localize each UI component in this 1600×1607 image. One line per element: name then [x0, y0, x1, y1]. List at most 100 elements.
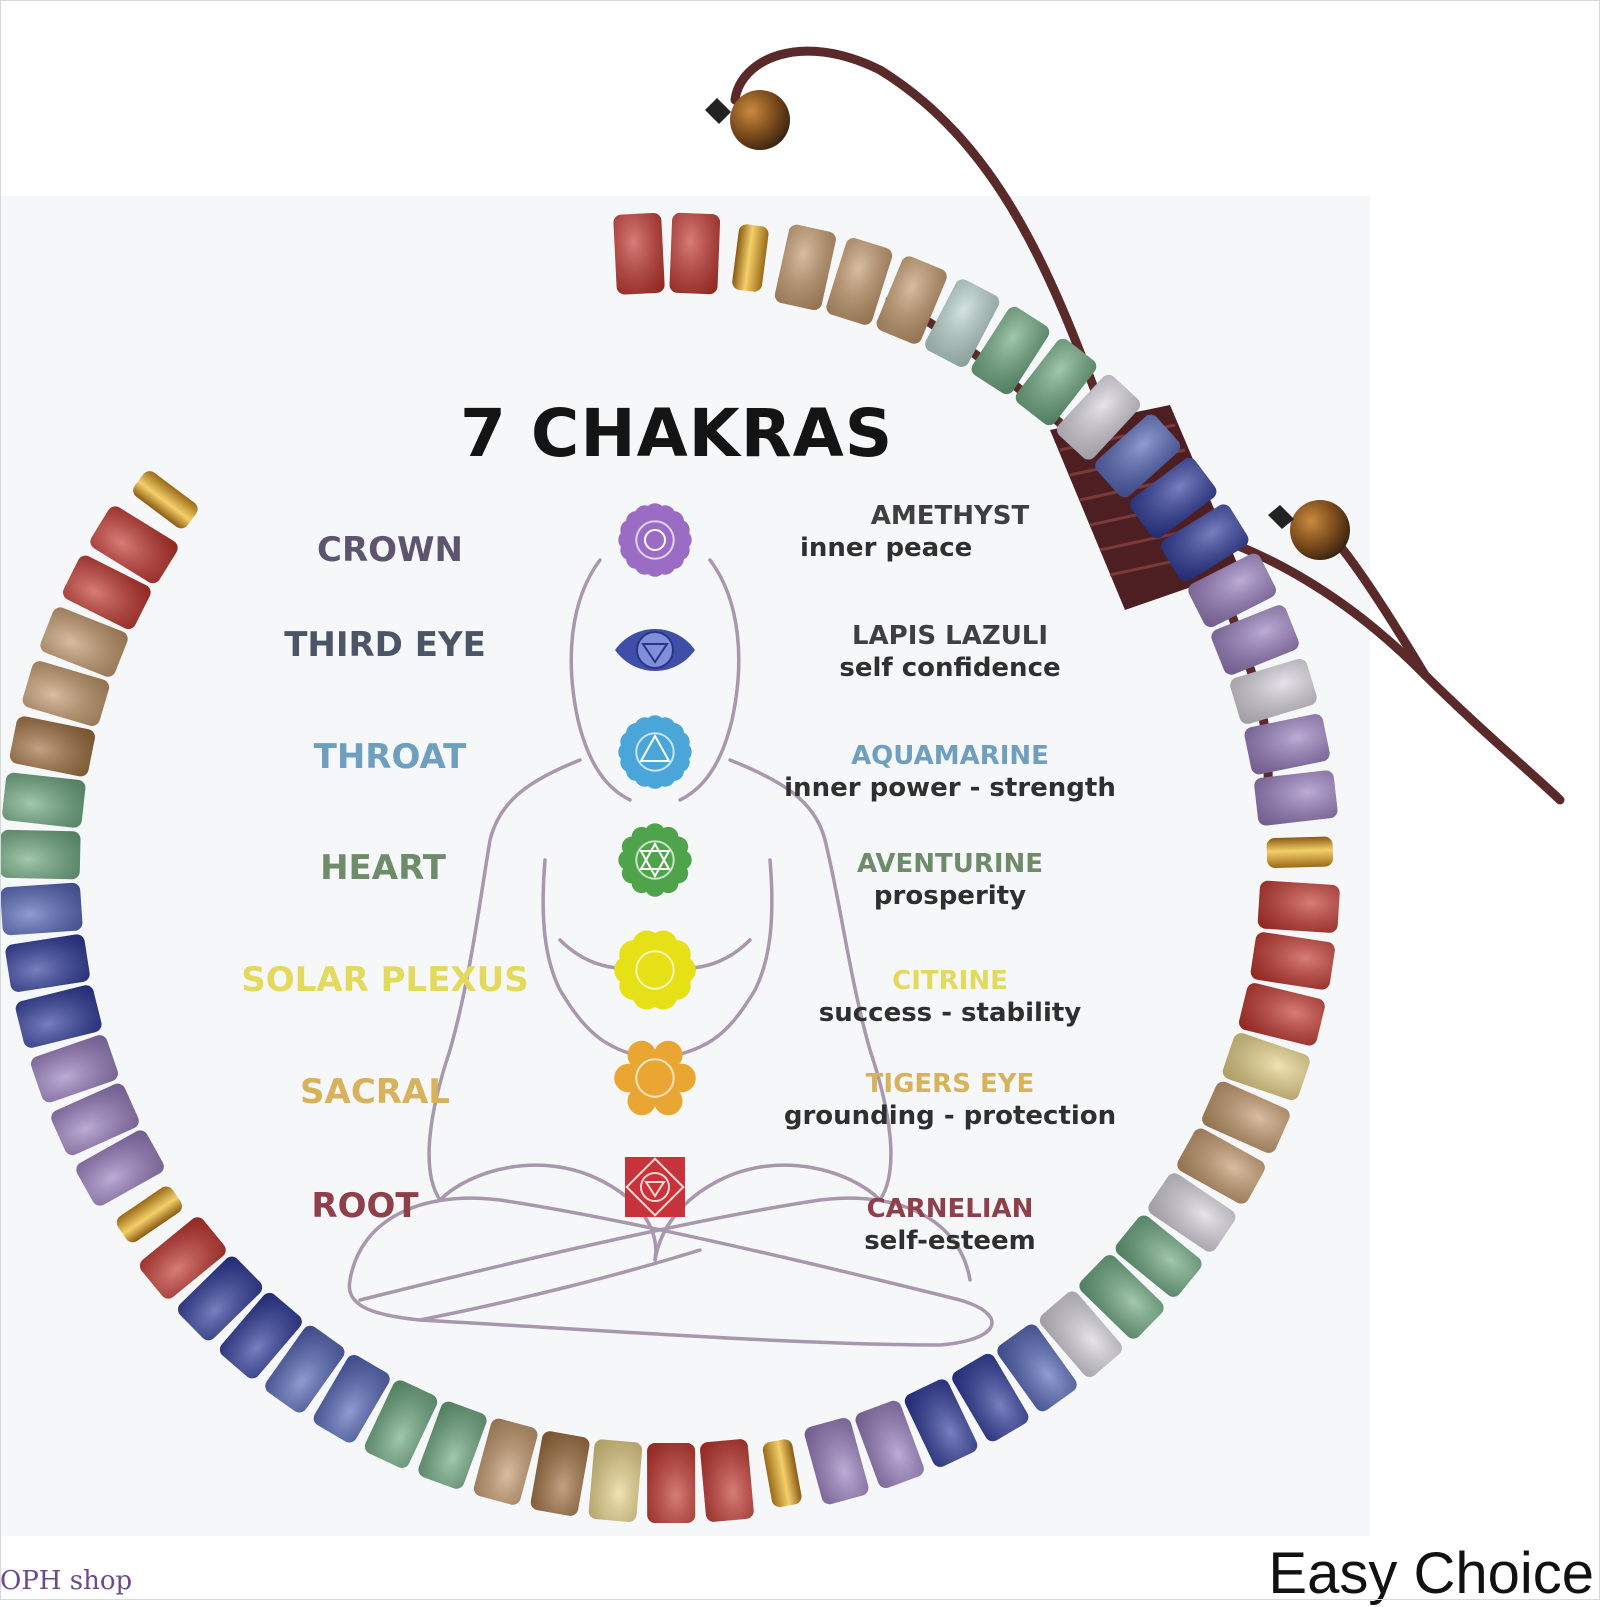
chakra-label-sacral: SACRAL [300, 1072, 450, 1112]
quartz-bead [1230, 658, 1317, 724]
stone-name: TIGERS EYE [865, 1069, 1035, 1099]
stone-property: inner power - strength [784, 773, 1116, 803]
stone-name: AQUAMARINE [851, 741, 1049, 771]
tiger-bead [9, 716, 95, 777]
jasper-bead [1202, 1081, 1290, 1153]
gold-spacer-bead [1266, 836, 1333, 868]
stone-info-root: CARNELIAN self-esteem [770, 1193, 1130, 1257]
amethyst-bead [1188, 553, 1276, 628]
stone-info-third-eye: LAPIS LAZULI self confidence [770, 620, 1130, 684]
chakra-label-heart: HEART [320, 848, 446, 888]
aventurine-bead [0, 829, 81, 880]
aventurine-bead [971, 306, 1050, 395]
amethyst-bead [51, 1083, 139, 1156]
aventurine-bead [1079, 1255, 1164, 1339]
carnelian-bead [1257, 880, 1340, 933]
amethyst-bead [1244, 714, 1330, 775]
stone-property: grounding - protection [783, 1101, 1117, 1131]
amethyst-bead [31, 1035, 118, 1103]
quartz-bead [1148, 1173, 1236, 1252]
jasper-bead [473, 1418, 538, 1505]
aventurine-bead [1015, 338, 1097, 426]
chakra-label-solar-plexus: SOLAR PLEXUS [241, 960, 529, 1000]
jasper-bead [22, 661, 110, 726]
aventurine-bead [1115, 1215, 1202, 1297]
lapis-bead [1161, 504, 1249, 582]
stone-info-crown: AMETHYST inner peace [770, 500, 1130, 564]
stone-property: self confidence [839, 653, 1061, 683]
lapis-bead [904, 1379, 978, 1467]
gold-spacer-bead [732, 224, 769, 292]
jasper-bead [826, 238, 893, 325]
stone-info-sacral: TIGERS EYE grounding - protection [770, 1068, 1130, 1132]
stone-name: AMETHYST [870, 501, 1030, 531]
carnelian-bead [669, 212, 721, 295]
amethyst-bead [76, 1130, 164, 1206]
eye-lotus-icon [615, 629, 695, 671]
tiger-eye-end-bead [730, 90, 790, 150]
jasper-bead [1177, 1128, 1265, 1204]
gold-spacer-bead [762, 1439, 802, 1508]
root-square-icon [625, 1157, 685, 1217]
stone-name: AVENTURINE [856, 849, 1044, 879]
jasper-bead [40, 607, 128, 677]
chakra-symbols [614, 503, 696, 1217]
stone-property: prosperity [873, 881, 1027, 911]
lotus-crown-icon [618, 503, 692, 577]
throat-lotus-icon [618, 715, 692, 789]
brand-watermark: Easy Choice [1268, 1541, 1594, 1606]
stone-info-heart: AVENTURINE prosperity [770, 848, 1130, 912]
chakra-label-third-eye: THIRD EYE [284, 625, 486, 665]
chakra-label-crown: CROWN [317, 530, 463, 570]
stone-property: inner peace [800, 533, 973, 563]
heart-lotus-icon [618, 823, 692, 897]
stone-info-throat: AQUAMARINE inner power - strength [770, 740, 1130, 804]
carnelian-bead [1239, 983, 1325, 1046]
chakra-label-throat: THROAT [313, 737, 467, 777]
carnelian-bead [613, 212, 665, 295]
lapis-bead [1130, 457, 1217, 539]
citrine-bead [1222, 1033, 1310, 1101]
tiger-eye-end-bead [1290, 500, 1350, 560]
tiger-bead [530, 1431, 590, 1516]
sun-lotus-icon [614, 930, 696, 1010]
sodalite-bead [1095, 414, 1181, 498]
carnelian-bead [90, 506, 178, 584]
aventurine-bead [364, 1380, 438, 1468]
carnelian-bead [700, 1439, 754, 1522]
jasper-bead [876, 256, 947, 344]
stone-name: CITRINE [892, 966, 1008, 996]
gold-spacer-bead [133, 471, 198, 529]
sodalite-bead [997, 1324, 1077, 1412]
stone-info-solar-plexus: CITRINE success - stability [770, 965, 1130, 1029]
amethyst-bead [1211, 605, 1299, 675]
sodalite-bead [0, 882, 83, 936]
jasper-bead [774, 224, 836, 311]
carnelian-bead [647, 1442, 696, 1524]
aqua-bead [925, 279, 1000, 367]
aventurine-bead [418, 1401, 487, 1489]
stone-name: LAPIS LAZULI [851, 621, 1049, 651]
amethyst-bead [855, 1400, 924, 1488]
lapis-bead [178, 1256, 263, 1341]
meditation-figure-outline [347, 558, 994, 1347]
lapis-bead [952, 1353, 1029, 1442]
stone-property: self-esteem [864, 1226, 1036, 1256]
stone-property: success - stability [818, 998, 1082, 1028]
stone-name: CARNELIAN [866, 1194, 1034, 1224]
lapis-bead [15, 985, 102, 1048]
citrine-bead [588, 1439, 643, 1522]
carnelian-bead [139, 1217, 226, 1299]
shop-watermark: OPH shop [0, 1566, 133, 1596]
page-title: 7 CHAKRAS [460, 395, 894, 472]
bracelet-beads [0, 212, 1340, 1524]
quartz-bead [1057, 374, 1141, 460]
lapis-bead [219, 1292, 302, 1379]
sodalite-bead [265, 1325, 345, 1413]
amethyst-bead [1254, 770, 1338, 826]
lapis-bead [5, 934, 90, 992]
chakra-label-root: ROOT [311, 1186, 419, 1226]
